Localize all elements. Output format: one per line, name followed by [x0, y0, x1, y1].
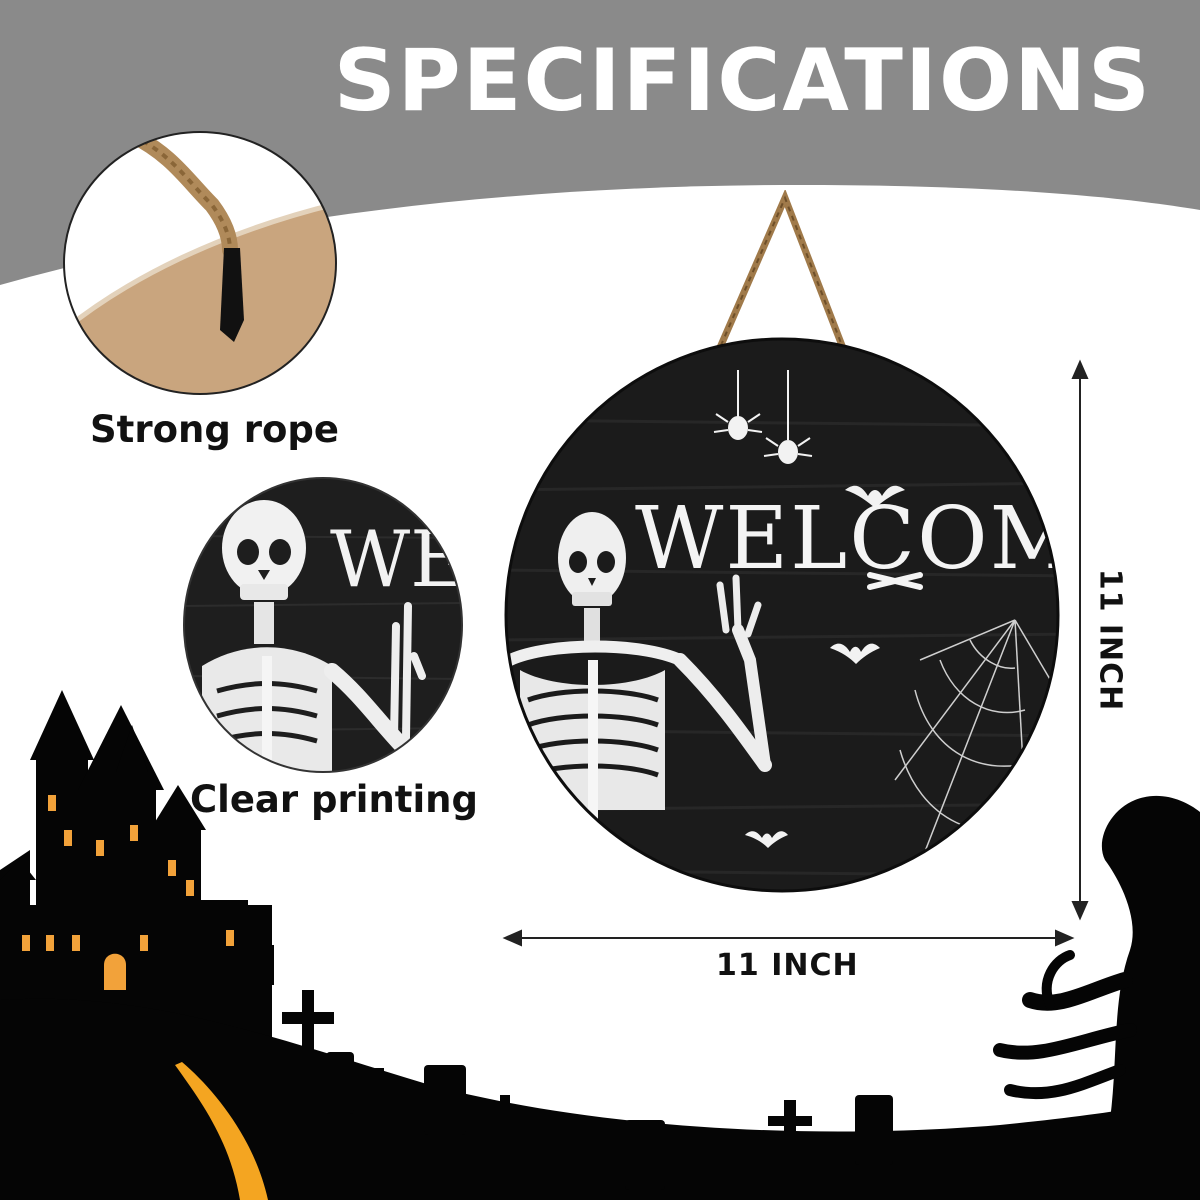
- castle-windows: [22, 795, 234, 990]
- rope: [124, 132, 238, 258]
- rope-detail-image: [63, 131, 337, 395]
- width-label: 11 INCH: [716, 948, 859, 983]
- bat-icons: [745, 485, 905, 848]
- clear-printing-caption: Clear printing: [190, 778, 478, 821]
- board-back: [64, 200, 336, 394]
- castle-path: [175, 1062, 268, 1200]
- welcome-sign-image: WELCOME: [504, 190, 1080, 893]
- page-title: SPECIFICATIONS: [333, 31, 1152, 131]
- strong-rope-caption: Strong rope: [90, 408, 339, 451]
- graveyard-hill: [0, 998, 1200, 1200]
- tombstones: [282, 990, 893, 1190]
- dead-tree-silhouette: [993, 795, 1200, 1120]
- welcome-text: WELCOME: [635, 489, 1080, 589]
- hanging-hook: [220, 248, 244, 342]
- spider-icon: [713, 370, 813, 464]
- crossbones-icon: [867, 572, 923, 590]
- printing-detail-image: WEL: [183, 477, 463, 773]
